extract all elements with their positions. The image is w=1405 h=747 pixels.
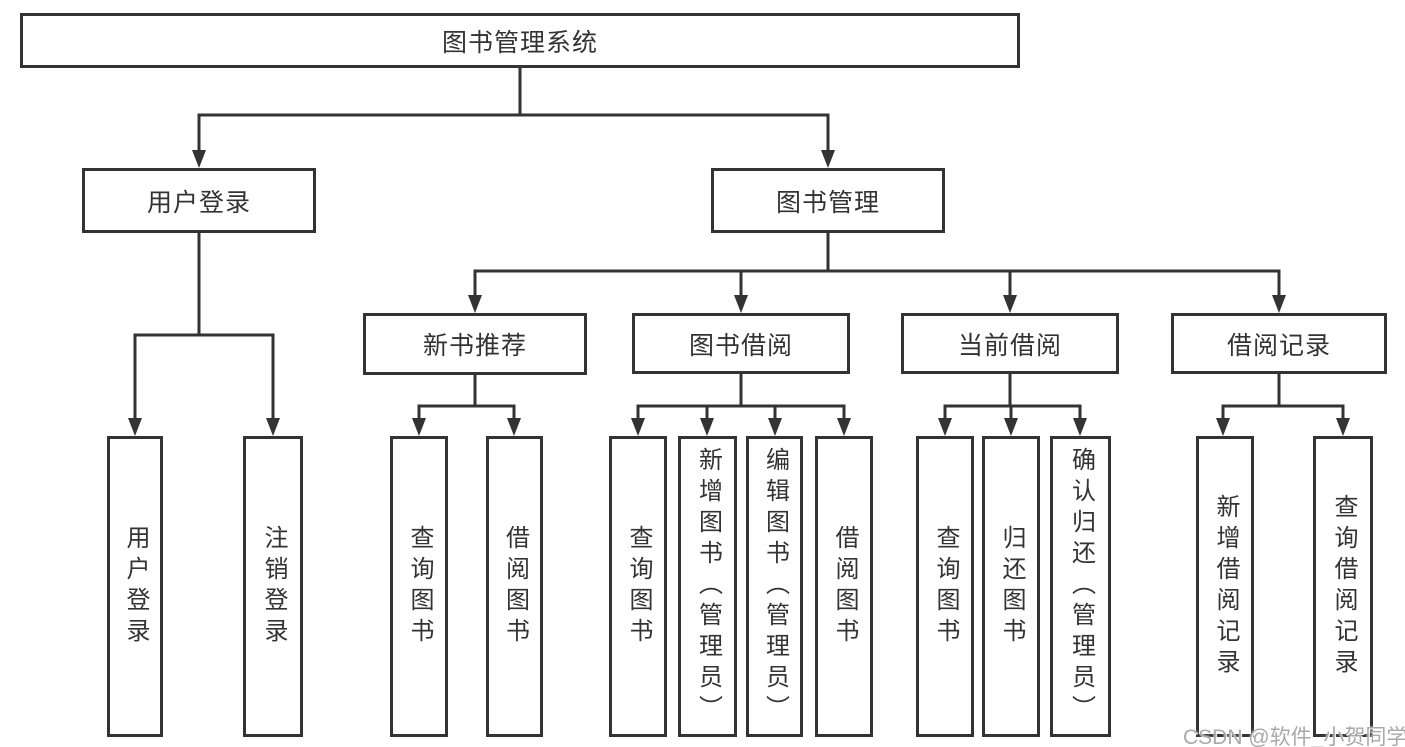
node-library-system-label: 图书管理系统 bbox=[441, 28, 598, 57]
leaf-add-books-admin: 新增图书（管理员） bbox=[678, 436, 737, 737]
node-user-login: 用户登录 bbox=[82, 168, 316, 233]
leaf-add-books-admin-label: 新增图书（管理员） bbox=[694, 447, 722, 726]
leaf-user-login: 用户登录 bbox=[107, 436, 163, 737]
leaf-borrow-books-recommend-label: 借阅图书 bbox=[501, 524, 529, 649]
leaf-edit-books-admin-label: 编辑图书（管理员） bbox=[761, 447, 789, 726]
leaf-query-books-current-label: 查询图书 bbox=[932, 524, 959, 649]
node-book-borrowing-label: 图书借阅 bbox=[688, 331, 793, 360]
leaf-borrow-books-label: 借阅图书 bbox=[831, 524, 858, 649]
node-borrowing-records: 借阅记录 bbox=[1171, 313, 1387, 374]
leaf-confirm-return-admin-label: 确认归还（管理员） bbox=[1067, 447, 1095, 726]
leaf-add-borrow-record-label: 新增借阅记录 bbox=[1212, 493, 1239, 680]
leaf-edit-books-admin: 编辑图书（管理员） bbox=[746, 436, 803, 737]
node-book-borrowing: 图书借阅 bbox=[632, 313, 850, 374]
node-book-management-label: 图书管理 bbox=[775, 188, 880, 217]
node-new-book-recommend-label: 新书推荐 bbox=[422, 332, 527, 360]
node-borrowing-records-label: 借阅记录 bbox=[1226, 331, 1331, 360]
leaf-query-books-borrowing-label: 查询图书 bbox=[625, 524, 652, 649]
leaf-logout: 注销登录 bbox=[243, 436, 303, 737]
watermark: CSDN @软件_小贺同学 bbox=[1183, 726, 1405, 747]
leaf-add-borrow-record: 新增借阅记录 bbox=[1196, 436, 1254, 737]
leaf-query-books-current: 查询图书 bbox=[916, 436, 974, 737]
node-current-borrowing-label: 当前借阅 bbox=[957, 331, 1062, 360]
node-user-login-label: 用户登录 bbox=[146, 188, 251, 217]
leaf-query-books-recommend-label: 查询图书 bbox=[406, 524, 433, 649]
leaf-return-books-label: 归还图书 bbox=[998, 524, 1025, 649]
node-book-management: 图书管理 bbox=[711, 168, 945, 233]
leaf-borrow-books-recommend: 借阅图书 bbox=[486, 436, 543, 737]
leaf-query-borrow-record: 查询借阅记录 bbox=[1313, 436, 1373, 737]
leaf-logout-label: 注销登录 bbox=[260, 524, 287, 649]
arrowheads bbox=[128, 150, 1350, 436]
leaf-query-borrow-record-label: 查询借阅记录 bbox=[1330, 493, 1357, 680]
leaf-user-login-label: 用户登录 bbox=[122, 524, 149, 649]
leaf-borrow-books: 借阅图书 bbox=[815, 436, 873, 737]
leaf-query-books-borrowing: 查询图书 bbox=[609, 436, 667, 737]
node-new-book-recommend: 新书推荐 bbox=[363, 313, 587, 375]
node-library-system: 图书管理系统 bbox=[20, 13, 1020, 68]
node-current-borrowing: 当前借阅 bbox=[901, 313, 1119, 374]
leaf-confirm-return-admin: 确认归还（管理员） bbox=[1050, 436, 1111, 737]
leaf-query-books-recommend: 查询图书 bbox=[390, 436, 448, 737]
leaf-return-books: 归还图书 bbox=[982, 436, 1040, 737]
